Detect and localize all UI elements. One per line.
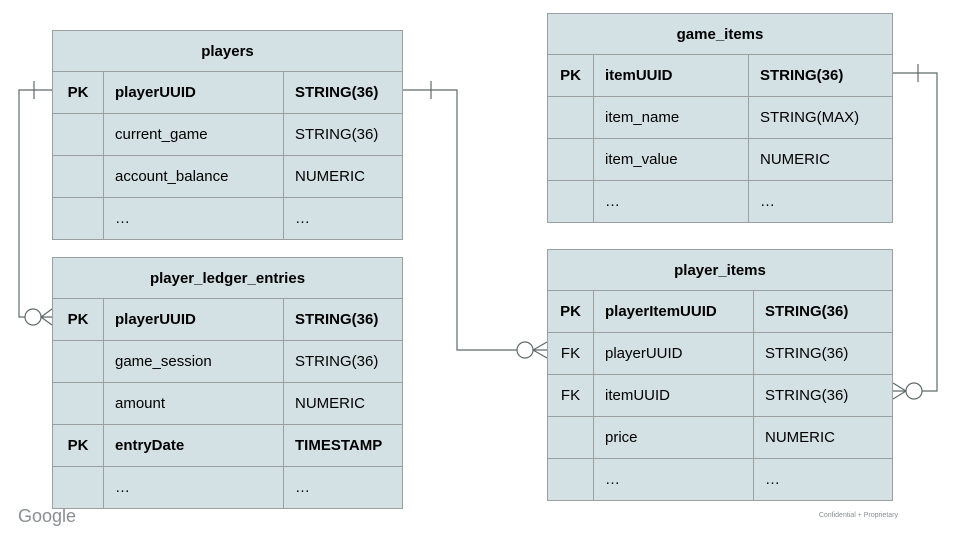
- cell-key: [548, 181, 594, 222]
- table-row: game_session STRING(36): [53, 341, 402, 383]
- cell-key: [548, 417, 594, 458]
- cell-type: STRING(36): [295, 311, 379, 328]
- cell-key: PK: [53, 299, 104, 340]
- table-row: item_value NUMERIC: [548, 139, 892, 181]
- cell-key: FK: [548, 333, 594, 374]
- cell-type: STRING(MAX): [760, 109, 860, 126]
- table-row: item_name STRING(MAX): [548, 97, 892, 139]
- cell-key: [53, 383, 104, 424]
- zero-cardinality-marker: [24, 308, 42, 326]
- cell-type: STRING(36): [765, 345, 849, 362]
- cell-type: …: [295, 210, 310, 227]
- cell-type: NUMERIC: [295, 395, 365, 412]
- cell-key: [53, 156, 104, 197]
- cell-key: PK: [548, 55, 594, 96]
- cell-key: [53, 198, 104, 239]
- cell-key: PK: [548, 291, 594, 332]
- cell-name: …: [104, 198, 284, 239]
- relationship-line: [18, 89, 52, 318]
- cell-type: STRING(36): [765, 387, 849, 404]
- table-row: amount NUMERIC: [53, 383, 402, 425]
- cell-key: [53, 341, 104, 382]
- cell-type: NUMERIC: [760, 151, 830, 168]
- table-row: ……: [53, 198, 402, 239]
- table-title: player_items: [548, 250, 892, 291]
- cell-name: entryDate: [104, 425, 284, 466]
- relationship-line: [403, 89, 517, 351]
- cell-key: [53, 114, 104, 155]
- table-row: current_game STRING(36): [53, 114, 402, 156]
- cell-name: playerUUID: [104, 72, 284, 113]
- cell-type: …: [760, 193, 775, 210]
- cell-type: NUMERIC: [765, 429, 835, 446]
- cell-name: itemUUID: [594, 375, 754, 416]
- table-row: ……: [548, 459, 892, 500]
- cell-name: playerUUID: [594, 333, 754, 374]
- table-title: game_items: [548, 14, 892, 55]
- cell-type: STRING(36): [765, 303, 849, 320]
- cell-key: [53, 467, 104, 508]
- cell-type: …: [765, 471, 780, 488]
- cell-name: amount: [104, 383, 284, 424]
- table-row: ……: [548, 181, 892, 222]
- cell-name: playerUUID: [104, 299, 284, 340]
- many-crowsfoot-marker: [40, 308, 53, 326]
- zero-cardinality-marker: [905, 382, 923, 400]
- confidential-note: Confidential + Proprietary: [818, 512, 898, 519]
- relationship-game-items-to-player-items: [892, 64, 938, 400]
- many-crowsfoot-marker: [892, 382, 907, 400]
- table-row: ……: [53, 467, 402, 508]
- relationship-players-to-player-items: [403, 81, 548, 359]
- cell-key: PK: [53, 425, 104, 466]
- cell-type: …: [295, 479, 310, 496]
- cell-key: [548, 459, 594, 500]
- cell-type: STRING(36): [760, 67, 844, 84]
- cell-type: NUMERIC: [295, 168, 365, 185]
- table-title: player_ledger_entries: [53, 258, 402, 299]
- cell-name: current_game: [104, 114, 284, 155]
- relationship-players-to-ledger: [18, 81, 53, 326]
- cell-name: price: [594, 417, 754, 458]
- cell-type: TIMESTAMP: [295, 437, 383, 454]
- cell-name: item_value: [594, 139, 749, 180]
- cell-key: FK: [548, 375, 594, 416]
- relationship-line: [893, 72, 938, 392]
- cell-name: playerItemUUID: [594, 291, 754, 332]
- zero-cardinality-marker: [516, 341, 534, 359]
- cell-name: …: [104, 467, 284, 508]
- cell-name: item_name: [594, 97, 749, 138]
- table-row: account_balance NUMERIC: [53, 156, 402, 198]
- cell-key: [548, 97, 594, 138]
- cell-name: …: [594, 459, 754, 500]
- cell-key: [548, 139, 594, 180]
- table-row: price NUMERIC: [548, 417, 892, 459]
- table-title: players: [53, 31, 402, 72]
- cell-name: itemUUID: [594, 55, 749, 96]
- cell-name: game_session: [104, 341, 284, 382]
- cell-name: …: [594, 181, 749, 222]
- many-crowsfoot-marker: [532, 341, 548, 359]
- cell-type: STRING(36): [295, 126, 379, 143]
- cell-name: account_balance: [104, 156, 284, 197]
- cell-type: STRING(36): [295, 353, 379, 370]
- cell-type: STRING(36): [295, 84, 379, 101]
- cell-key: PK: [53, 72, 104, 113]
- google-logo: Google: [18, 506, 77, 526]
